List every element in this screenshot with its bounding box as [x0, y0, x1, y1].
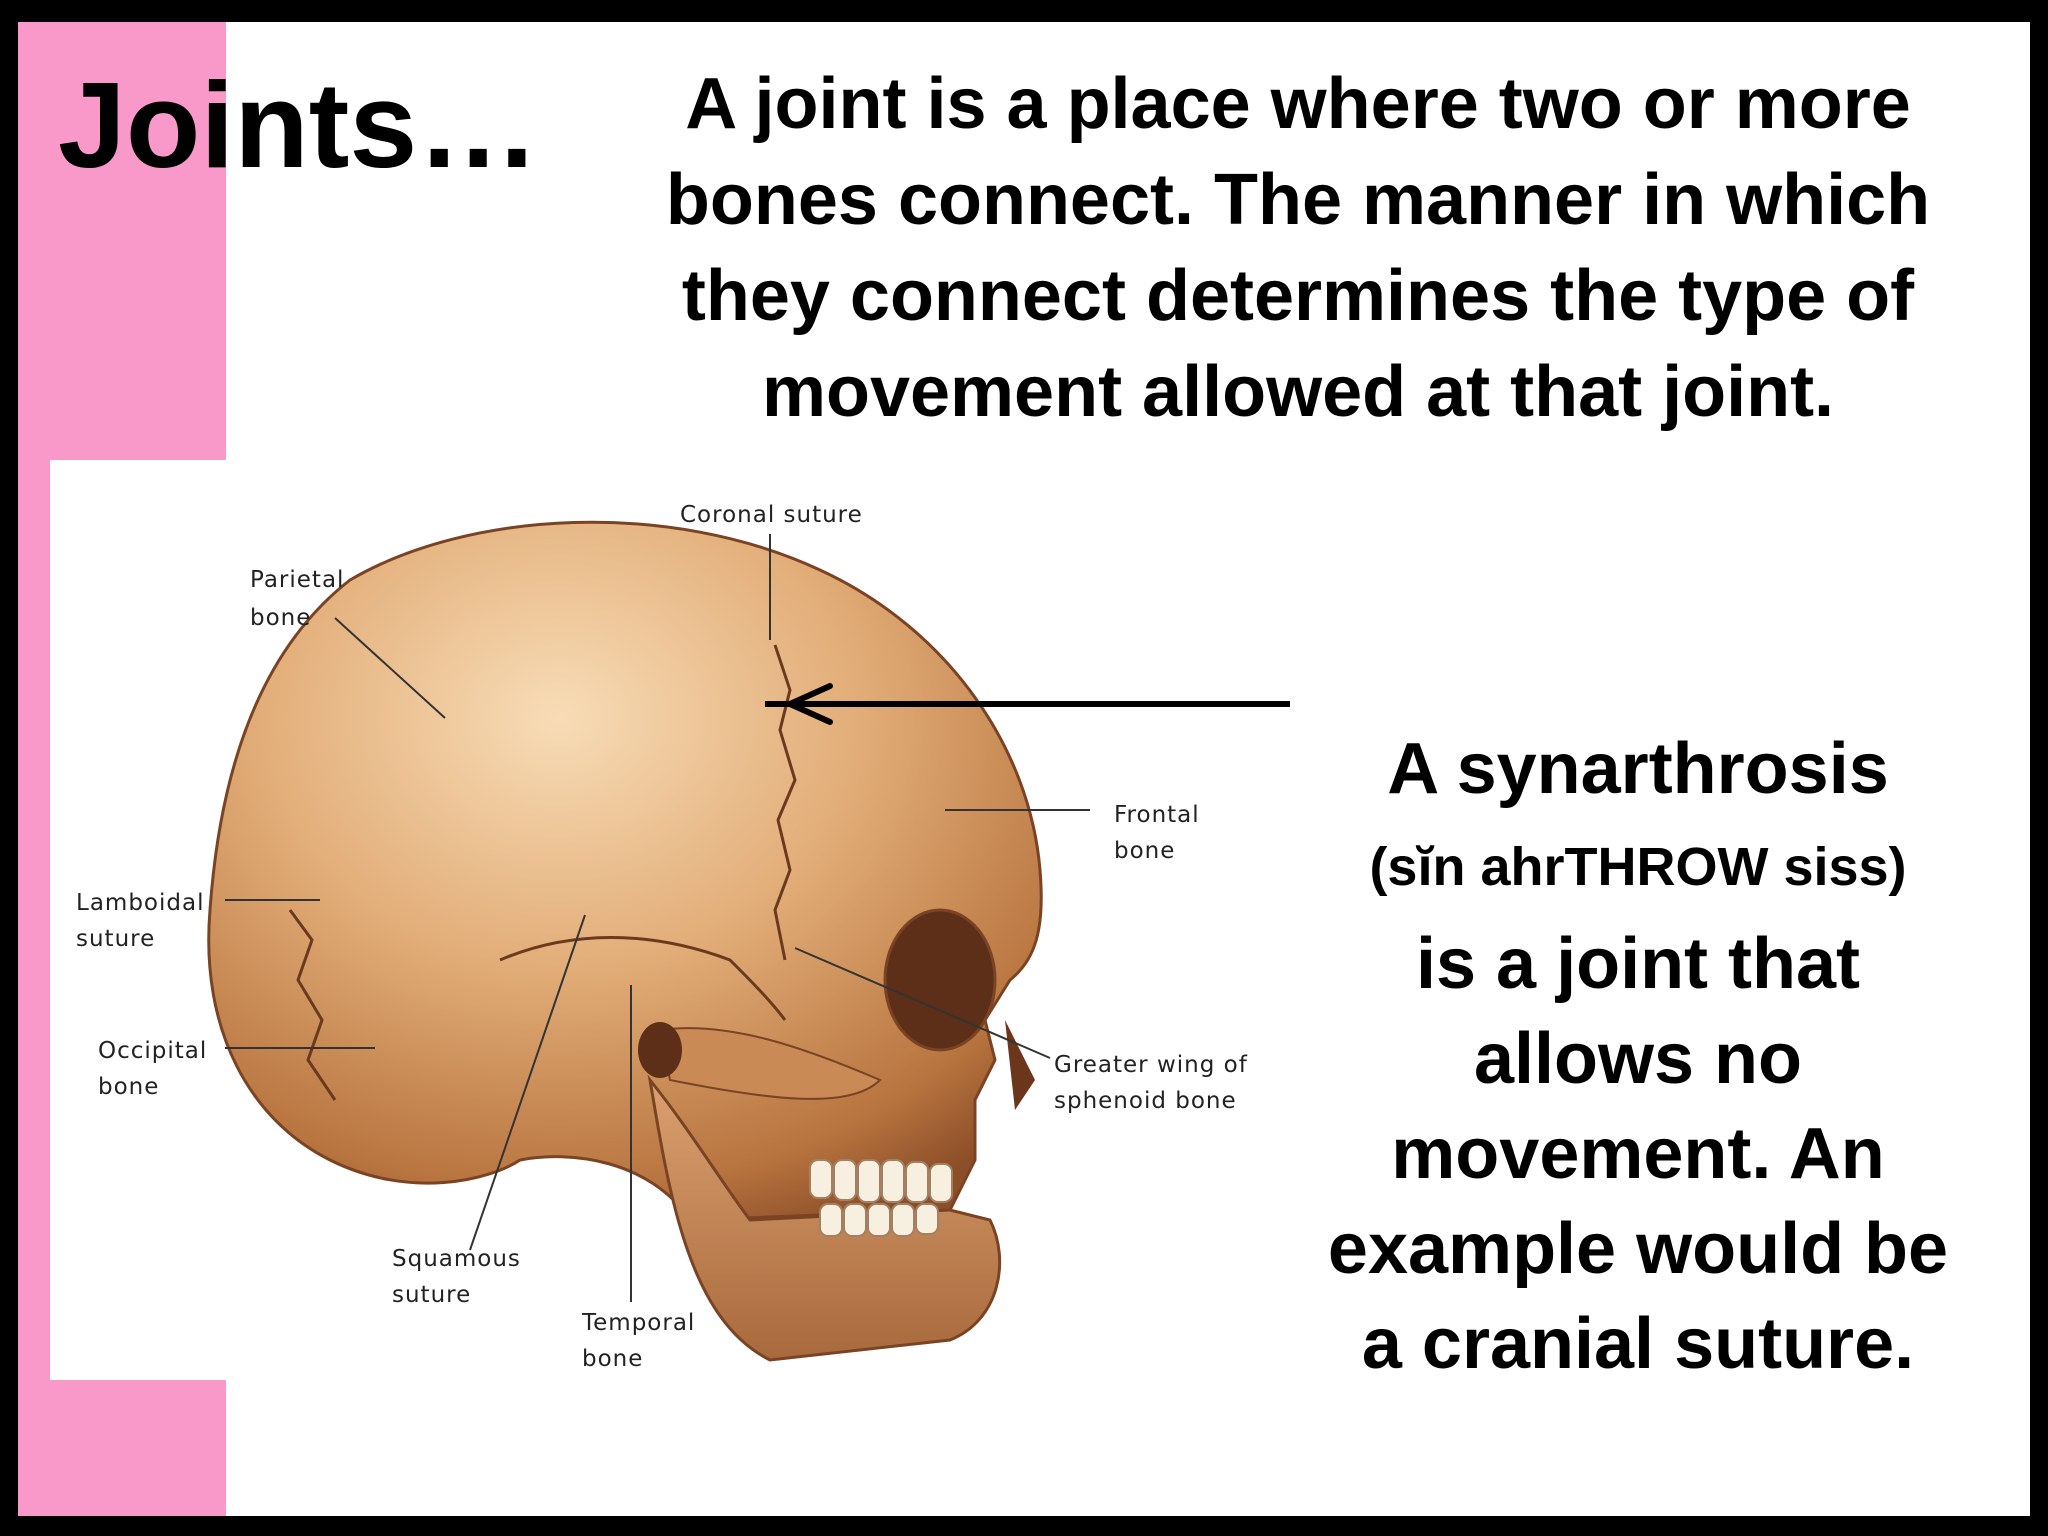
definition-line: allows no: [1473, 1019, 1803, 1099]
definition-term: A synarthrosis: [1387, 729, 1889, 809]
label-lamboidal-suture-2: suture: [76, 926, 155, 952]
label-frontal-bone-2: bone: [1114, 838, 1175, 864]
slide-canvas: Joints… A joint is a place where two or …: [18, 22, 2030, 1516]
label-greater-wing-2: sphenoid bone: [1054, 1088, 1237, 1114]
slide-title: Joints…: [58, 57, 540, 193]
squamous-suture-line: [499, 936, 787, 1021]
label-temporal-bone-2: bone: [582, 1346, 643, 1372]
intro-line: movement allowed at that joint.: [761, 352, 1835, 432]
intro-line: bones connect. The manner in which: [665, 160, 1931, 240]
label-frontal-bone: Frontal: [1114, 802, 1200, 828]
label-temporal-bone: Temporal: [581, 1310, 695, 1336]
label-squamous-suture-2: suture: [392, 1282, 471, 1308]
definition-pronunciation: (sĭn ahrTHROW siss): [1369, 837, 1907, 897]
definition-line: a cranial suture.: [1361, 1304, 1915, 1384]
label-greater-wing: Greater wing of: [1054, 1052, 1248, 1078]
label-squamous-suture: Squamous: [392, 1246, 521, 1272]
skull-figure: Coronal suture Parietal bone Frontal bon…: [50, 460, 1290, 1380]
nasal-shape: [1005, 1020, 1035, 1110]
label-parietal-bone-2: bone: [250, 605, 311, 631]
definition-text: A synarthrosis (sĭn ahrTHROW siss) is a …: [1258, 722, 2018, 1392]
label-lamboidal-suture: Lamboidal: [76, 890, 204, 916]
definition-line: is a joint that: [1415, 924, 1861, 1004]
intro-line: A joint is a place where two or more: [685, 64, 1911, 144]
orbit-shape: [883, 908, 997, 1052]
lamboidal-suture-line: [288, 909, 337, 1101]
coronal-suture-line: [773, 644, 797, 961]
zygomatic-shape: [658, 1027, 882, 1100]
intro-line: they connect determines the type of: [681, 256, 1915, 336]
label-occipital-bone-2: bone: [98, 1074, 159, 1100]
cranium-shape: [207, 520, 1043, 1222]
skull-illustration: Coronal suture Parietal bone Frontal bon…: [76, 502, 1290, 1372]
teeth-shape: [809, 1159, 953, 1237]
leader-lines: [225, 534, 1090, 1302]
label-occipital-bone: Occipital: [98, 1038, 207, 1064]
ear-opening-shape: [638, 1022, 682, 1078]
arrow-head-icon: [787, 683, 833, 725]
label-coronal-suture: Coronal suture: [680, 502, 863, 528]
definition-line: movement. An: [1391, 1114, 1885, 1194]
label-parietal-bone: Parietal: [250, 567, 344, 593]
intro-text: A joint is a place where two or more bon…: [578, 56, 2018, 440]
definition-line: example would be: [1327, 1209, 1949, 1289]
